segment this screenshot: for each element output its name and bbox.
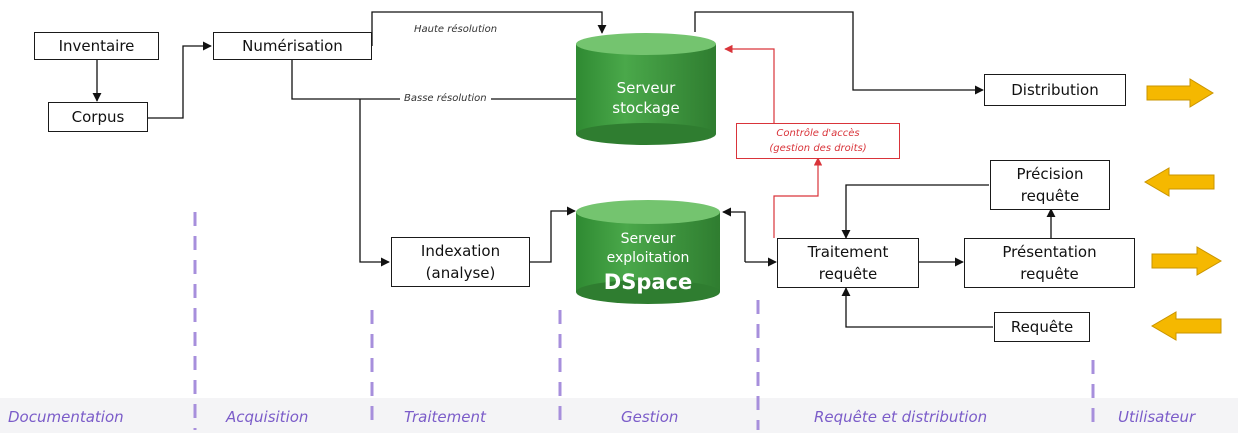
phase-dividers (193, 212, 1095, 430)
arrow-corpus-numerisation (147, 41, 212, 119)
phase-traitement: Traitement (404, 408, 486, 426)
arrow-haute-resolution (371, 11, 607, 46)
corpus-box: Corpus (48, 102, 148, 132)
traitement-requete-box: Traitement requête (777, 238, 919, 288)
access-control-box: Contrôle d'accès (gestion des droits) (736, 123, 900, 159)
arrow-requete-traitement (841, 287, 993, 328)
server-dspace-cylinder (576, 200, 720, 304)
server-stockage-label: Serveur stockage (612, 79, 680, 117)
arrow-traitement-dspace (722, 207, 746, 262)
presentation-requete-box: Présentation requête (964, 238, 1135, 288)
phase-gestion: Gestion (621, 408, 679, 426)
inventaire-box: Inventaire (34, 32, 159, 60)
requete-box: Requête (994, 312, 1090, 342)
orange-arrow-left-1 (1144, 167, 1215, 197)
arrow-traitement-controle (773, 157, 823, 238)
phase-acquisition: Acquisition (226, 408, 309, 426)
arrow-controle-stockage (724, 44, 775, 124)
phase-requete-distribution: Requête et distribution (814, 408, 988, 426)
phase-strip (0, 398, 1238, 433)
orange-arrow-right-1 (1146, 78, 1214, 108)
arrow-precision-traitement (841, 184, 989, 239)
phase-documentation: Documentation (8, 408, 124, 426)
arrow-indexation-dspace (530, 206, 576, 263)
label-haute-resolution: Haute résolution (410, 24, 502, 35)
distribution-box: Distribution (984, 74, 1126, 106)
indexation-box: Indexation (analyse) (391, 237, 530, 287)
access-control-connectors (724, 44, 823, 238)
orange-arrow-left-2 (1151, 311, 1222, 341)
arrow-stockage-distribution (694, 11, 984, 95)
server-dspace-label: DSpace (603, 270, 693, 294)
orange-arrow-right-2 (1151, 246, 1222, 276)
precision-requete-box: Précision requête (990, 160, 1110, 210)
user-arrows (1144, 78, 1222, 341)
arrow-to-indexation (359, 99, 390, 267)
server-stockage-cylinder (576, 33, 716, 145)
numerisation-box: Numérisation (213, 32, 372, 60)
server-exploitation-label: Serveur exploitation (606, 231, 690, 266)
black-connectors (92, 11, 1056, 328)
label-basse-resolution: Basse résolution (400, 93, 491, 104)
phase-utilisateur: Utilisateur (1118, 408, 1196, 426)
